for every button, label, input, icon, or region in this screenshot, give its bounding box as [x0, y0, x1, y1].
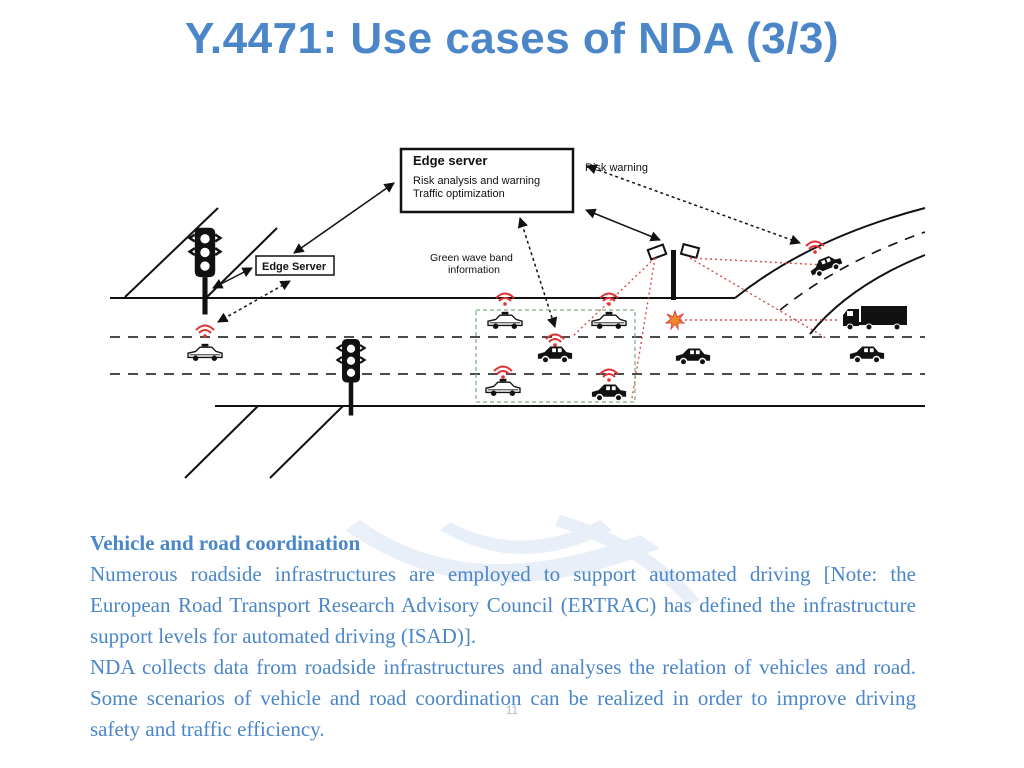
body-text: Vehicle and road coordination Numerous r… — [90, 528, 916, 745]
arrow-small-server-to-main — [293, 182, 395, 254]
arrow-risk-warning — [586, 164, 801, 245]
green-wave-label-line1: Green wave band — [430, 252, 513, 264]
ramp-outer — [734, 207, 926, 299]
body-paragraph-2: NDA collects data from roadside infrastr… — [90, 655, 916, 741]
camera-pole — [646, 242, 701, 300]
platoon-zone — [475, 309, 636, 403]
edge-server-small-box: Edge Server — [255, 255, 335, 276]
sensor-lines — [572, 257, 840, 399]
arrow-server-to-platoon — [517, 217, 558, 328]
ramp-lane — [779, 231, 926, 311]
edge-server-line1: Risk analysis and warning — [413, 175, 540, 187]
edge-server-small-label: Edge Server — [262, 261, 327, 273]
edge-server-title: Edge server — [413, 153, 487, 168]
cross-street-line — [184, 405, 259, 479]
road — [110, 207, 926, 479]
truck-icon — [843, 306, 907, 331]
camera-icon — [679, 242, 701, 260]
crash-icon — [664, 309, 686, 331]
body-heading: Vehicle and road coordination — [90, 531, 361, 555]
ramp-inner — [809, 254, 926, 335]
cross-street-line — [124, 207, 219, 298]
edge-server-box: Edge server Risk analysis and warning Tr… — [399, 147, 575, 214]
arrow-police-to-small-server — [217, 280, 291, 323]
slide-title: Y.4471: Use cases of NDA (3/3) — [184, 14, 840, 63]
green-wave-label-line2: information — [448, 264, 500, 276]
body-paragraph-1: Numerous roadside infrastructures are em… — [90, 562, 916, 648]
camera-icon — [646, 243, 668, 261]
connection-arrows — [212, 164, 801, 328]
page-number: 11 — [505, 703, 519, 717]
road-coordination-diagram: Edge server Risk analysis and warning Tr… — [110, 147, 926, 479]
edge-server-line2: Traffic optimization — [413, 188, 505, 200]
cross-street-line — [269, 405, 344, 479]
